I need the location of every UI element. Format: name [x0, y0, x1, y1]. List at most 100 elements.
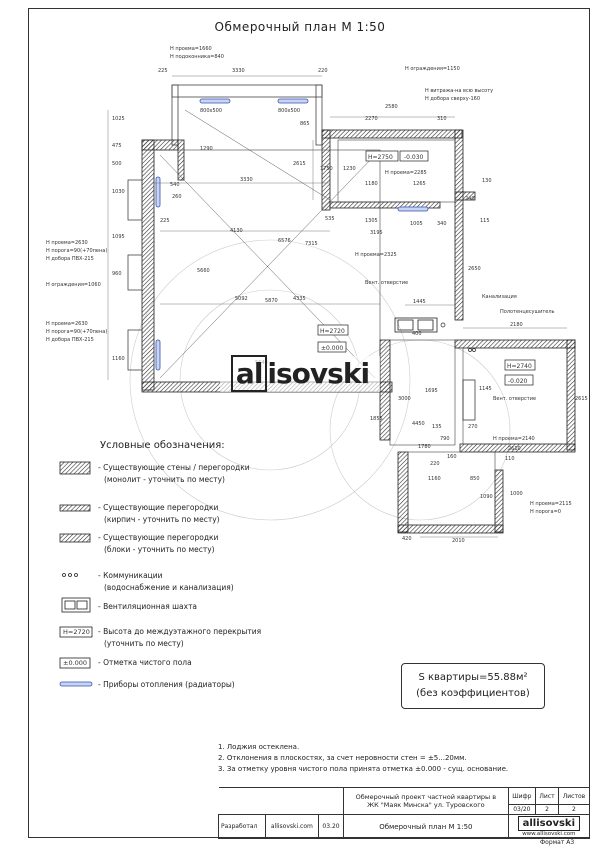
dim: 400 — [412, 331, 422, 337]
dimension-lines — [107, 75, 567, 538]
dim: 2615 — [293, 161, 306, 167]
annotation: Вент. отверстие — [365, 280, 408, 286]
communications-pipe — [440, 322, 476, 352]
dim: 2650 — [468, 266, 481, 272]
annotation: Полотенцесушитель — [500, 309, 555, 315]
annotation: Н порога=0 — [530, 509, 561, 515]
legend-line1: - Коммуникации — [98, 571, 163, 580]
dim: 5870 — [265, 298, 278, 304]
annotation: Вент. отверстие — [493, 396, 536, 402]
dim: 110 — [505, 456, 515, 462]
annotation: Н добора ПВХ-215 — [46, 337, 94, 343]
legend-line2: (уточнить по месту) — [104, 639, 184, 648]
legend-line2: (монолит - уточнить по месту) — [104, 475, 225, 484]
annotation: Канализация — [482, 294, 517, 300]
loggia-wall-left — [171, 84, 179, 146]
dim: 4335 — [293, 296, 306, 302]
dim: 1780 — [418, 444, 431, 450]
sheet-title: Обмерочный план М 1:50 — [343, 814, 509, 839]
dim: 1000 — [510, 491, 523, 497]
dim: 340 — [437, 221, 447, 227]
dim: 310 — [437, 116, 447, 122]
floor-level: -0.020 — [508, 378, 528, 385]
annotation: Н проема=2115 — [530, 501, 572, 507]
annotations: Н проема=1660 Н подоконника=840 Н огражд… — [46, 46, 572, 515]
dim: 2610 — [508, 446, 521, 452]
annotation: Н проема=2325 — [355, 252, 397, 258]
dim: 1025 — [112, 116, 125, 122]
project-name: Обмерочный проект частной квартиры в ЖК … — [343, 787, 509, 815]
developer-name: allisovski.com — [264, 814, 319, 839]
left-windows — [127, 179, 143, 371]
dim: 115 — [480, 218, 490, 224]
annotation: Н проема=1660 — [170, 46, 212, 52]
annotation: Н ограждения=1150 — [405, 66, 460, 72]
area-note: (без коэффициентов) — [416, 688, 530, 699]
dim: 220 — [318, 68, 328, 74]
legend-line1: - Существующие перегородки — [98, 533, 219, 542]
sheets-header: Листов — [557, 787, 591, 805]
legend-line1: - Существующие стены / перегородки — [98, 463, 250, 472]
legend-line2: (блоки - уточнить по месту) — [104, 545, 215, 554]
dim: 3000 — [398, 396, 411, 402]
dim: 1095 — [112, 234, 125, 240]
paper-format: Формат А3 — [540, 839, 575, 846]
dim: 540 — [170, 182, 180, 188]
area-value: S квартиры=55.88м² — [418, 672, 528, 683]
annotation: Н добора сверху-160 — [425, 96, 480, 102]
apartment-area-box: S квартиры=55.88м² (без коэффициентов) — [401, 663, 545, 709]
dim: 535 — [325, 216, 335, 222]
dim: 3330 — [232, 68, 245, 74]
dim: 790 — [440, 436, 450, 442]
dim: 160 — [447, 454, 457, 460]
legend-line2: (кирпич - уточнить по месту) — [104, 515, 220, 524]
legend-symbols — [59, 461, 93, 687]
notes: 1. Лоджия остеклена. 2. Отклонения в пло… — [218, 742, 508, 775]
dim: 2010 — [452, 538, 465, 544]
dim: 2180 — [510, 322, 523, 328]
note: 2. Отклонения в плоскостях, за счет неро… — [218, 754, 467, 762]
annotation: Н порога=90(+70пена) — [46, 248, 107, 254]
dim: 260 — [172, 194, 182, 200]
dim: 500 — [112, 161, 122, 167]
dim: 475 — [112, 143, 122, 149]
legend-floor-symbol: ±0.000 — [63, 659, 87, 667]
dim: 270 — [468, 424, 478, 430]
company-logo: allisovski www.allisovski.com — [507, 814, 591, 839]
annotation: Н проема=2285 — [385, 170, 427, 176]
dim: 960 — [112, 271, 122, 277]
dim: 800х500 — [200, 108, 222, 114]
bath-fixture — [462, 379, 476, 421]
note: 1. Лоджия остеклена. — [218, 743, 300, 751]
annotation: Н добора ПВХ-215 — [46, 256, 94, 262]
dim: 865 — [300, 121, 310, 127]
dim: 3195 — [370, 230, 383, 236]
legend-title: Условные обозначения: — [100, 440, 225, 451]
dim: 7315 — [305, 241, 318, 247]
dim: 4130 — [230, 228, 243, 234]
dim: 3330 — [240, 177, 253, 183]
legend-line1: - Существующие перегородки — [98, 503, 219, 512]
dim: 225 — [160, 218, 170, 224]
dim: 1855 — [370, 416, 383, 422]
legend-line2: (водоснабжение и канализация) — [104, 583, 234, 592]
dim: 1160 — [428, 476, 441, 482]
dim: 1445 — [413, 299, 426, 305]
height-label: Н=2750 — [368, 154, 393, 161]
dim: 1160 — [112, 356, 125, 362]
dim: 850 — [470, 476, 480, 482]
annotation: Н подоконника=840 — [170, 54, 224, 60]
dim: 135 — [432, 424, 442, 430]
legend-line1: - Высота до междуэтажного перекрытия — [98, 627, 262, 636]
diagonal-measure-lines — [159, 109, 376, 379]
legend-line1: - Вентиляционная шахта — [98, 602, 198, 611]
dim: 1230 — [343, 166, 356, 172]
floor-level: ±0.000 — [321, 345, 343, 352]
loggia-frame — [171, 84, 323, 98]
hall-room — [389, 339, 456, 446]
dim: 2270 — [365, 116, 378, 122]
watermark-prefix: al — [230, 355, 268, 392]
developer-label: Разработал — [218, 814, 266, 839]
dim: 420 — [402, 536, 412, 542]
